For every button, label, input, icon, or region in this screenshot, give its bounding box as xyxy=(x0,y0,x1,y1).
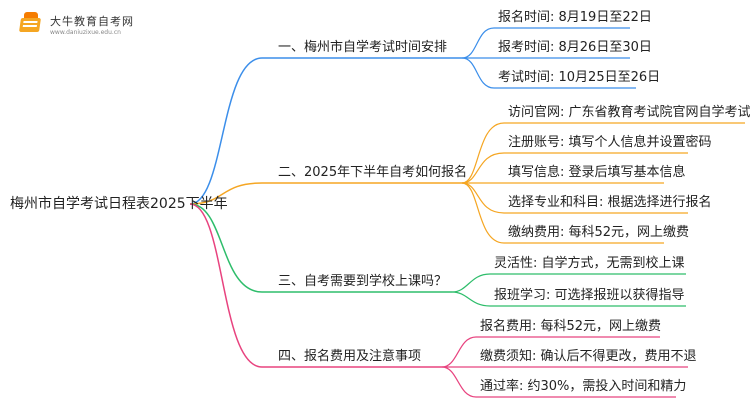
connector-leaf-2-4 xyxy=(461,182,688,214)
branch-2-label: 二、2025年下半年自考如何报名 xyxy=(278,165,468,180)
leaf-2-2: 注册账号: 填写个人信息并设置密码 xyxy=(508,135,712,150)
connector-leaf-3-2 xyxy=(451,291,686,307)
connector-leaf-4-3 xyxy=(441,366,676,398)
leaf-2-3: 填写信息: 登录后填写基本信息 xyxy=(508,165,686,180)
logo-title: 大牛教育自考网 xyxy=(50,14,134,28)
branch-3-label: 三、自考需要到学校上课吗？ xyxy=(278,274,448,289)
branch-4-label: 四、报名费用及注意事项 xyxy=(278,349,422,364)
root-node: 梅州市自学考试日程表2025下半年 xyxy=(10,196,228,212)
connector-leaf-1-1 xyxy=(461,27,630,59)
logo: 大牛教育自考网 www.daniuzixue.edu.cn xyxy=(16,12,134,36)
connector-branch-1 xyxy=(189,57,462,205)
leaf-1-1: 报名时间: 8月19日至22日 xyxy=(498,10,652,25)
leaf-2-1: 访问官网: 广东省教育考试院官网自学考试栏目 xyxy=(508,105,750,120)
connector-leaf-4-1 xyxy=(441,336,660,368)
connector-branch-2 xyxy=(189,182,462,205)
connector-branch-3 xyxy=(189,203,452,293)
leaf-1-2: 报考时间: 8月26日至30日 xyxy=(498,40,652,55)
connector-leaf-2-5 xyxy=(461,182,664,244)
leaf-2-5: 缴纳费用: 每科52元，网上缴费 xyxy=(508,225,690,240)
leaf-2-4: 选择专业和科目: 根据选择进行报名 xyxy=(508,195,712,210)
leaf-3-2: 报班学习: 可选择报班以获得指导 xyxy=(494,288,685,303)
connector-branch-4 xyxy=(189,203,442,368)
leaf-4-1: 报名费用: 每科52元，网上缴费 xyxy=(480,319,662,334)
connector-leaf-1-3 xyxy=(461,57,636,89)
book-logo-icon xyxy=(16,12,44,36)
leaf-4-2: 缴费须知: 确认后不得更改，费用不退 xyxy=(480,349,697,364)
logo-url: www.daniuzixue.edu.cn xyxy=(50,28,121,36)
branch-1-label: 一、梅州市自学考试时间安排 xyxy=(278,40,448,55)
leaf-3-1: 灵活性: 自学方式，无需到校上课 xyxy=(494,256,685,271)
connector-leaf-2-2 xyxy=(461,152,688,184)
leaf-4-3: 通过率: 约30%，需投入时间和精力 xyxy=(480,379,687,394)
connector-leaf-3-1 xyxy=(451,273,686,293)
connector-leaf-2-1 xyxy=(461,122,745,184)
leaf-1-3: 考试时间: 10月25日至26日 xyxy=(498,70,661,85)
